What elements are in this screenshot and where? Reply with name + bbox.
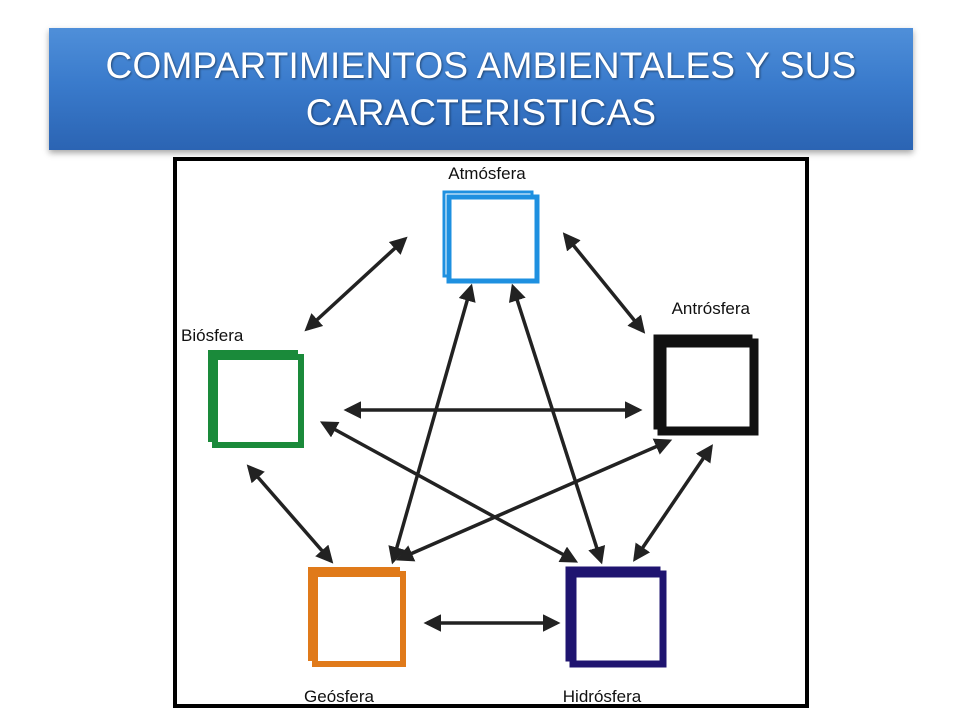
arrow-atmosfera-biosfera [304, 236, 408, 332]
node-geosfera: Geósfera [304, 567, 406, 704]
node-hidrosfera: Hidrósfera [563, 566, 667, 704]
arrow-antrosfera-hidrosfera [633, 444, 713, 562]
node-geosfera-label: Geósfera [304, 687, 374, 704]
arrow-biosfera-geosfera [246, 464, 334, 564]
node-atmosfera-label: Atmósfera [448, 164, 526, 183]
node-antrosfera-frame [657, 338, 759, 436]
node-atmosfera-frame [446, 194, 540, 284]
node-biosfera: Biósfera [181, 326, 304, 448]
arrow-atmosfera-antrosfera [562, 232, 646, 334]
slide-title: COMPARTIMIENTOS AMBIENTALES Y SUS CARACT… [105, 45, 857, 133]
arrow-antrosfera-geosfera [395, 438, 673, 562]
node-geosfera-frame [312, 571, 406, 667]
node-hidrosfera-frame [569, 570, 667, 668]
node-antrosfera-label: Antrósfera [672, 299, 751, 318]
node-atmosfera: Atmósfera [442, 164, 540, 284]
node-biosfera-frame [212, 354, 304, 448]
node-biosfera-label: Biósfera [181, 326, 244, 345]
arrow-atmosfera-geosfera [388, 283, 476, 565]
node-antrosfera: Antrósfera [653, 299, 759, 436]
node-hidrosfera-label: Hidrósfera [563, 687, 642, 704]
connections-layer [246, 232, 713, 632]
title-bar: COMPARTIMIENTOS AMBIENTALES Y SUS CARACT… [49, 28, 913, 150]
arrow-atmosfera-hidrosfera [508, 283, 606, 565]
arrow-biosfera-hidrosfera [319, 421, 579, 563]
